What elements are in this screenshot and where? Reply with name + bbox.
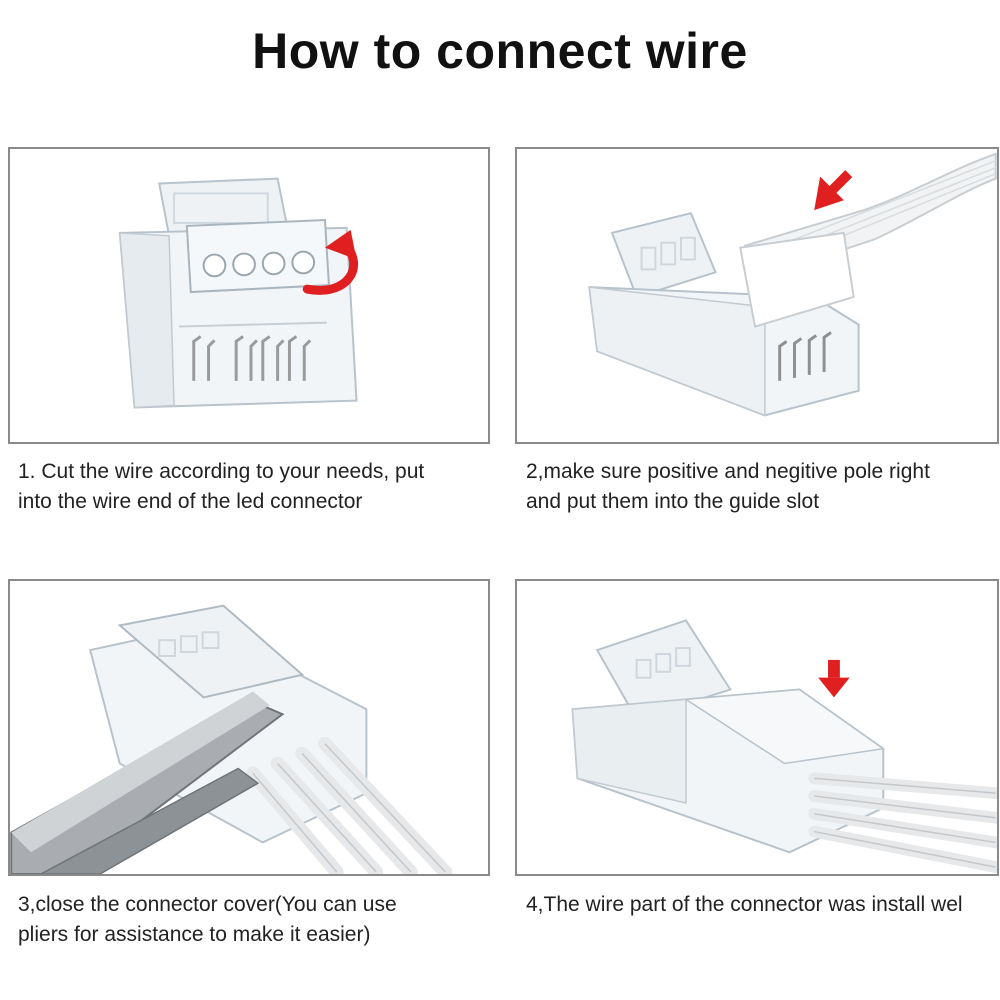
step-4-caption-line-1: 4,The wire part of the connector was ins… xyxy=(526,893,963,916)
step-3-caption: 3,close the connector cover(You can use … xyxy=(18,890,397,950)
step-3-caption-line-1: 3,close the connector cover(You can use xyxy=(18,893,397,916)
step-4-image-panel xyxy=(515,579,999,876)
step-1-caption: 1. Cut the wire according to your needs,… xyxy=(18,457,424,517)
step-3-image-panel xyxy=(8,579,490,876)
step-1-caption-line-2: into the wire end of the led connector xyxy=(18,490,363,513)
wire-installed-illustration xyxy=(571,619,997,874)
pliers-close-cover-illustration xyxy=(10,604,453,874)
down-arrow-icon xyxy=(818,659,850,698)
step-1-image-panel xyxy=(8,147,490,444)
wire-insert-illustration xyxy=(588,152,997,417)
step-2-caption: 2,make sure positive and negitive pole r… xyxy=(526,457,930,517)
page-title: How to connect wire xyxy=(252,23,748,79)
step-3-caption-line-2: pliers for assistance to make it easier) xyxy=(18,923,371,946)
down-left-arrow-icon xyxy=(814,170,853,211)
step-2-caption-line-1: 2,make sure positive and negitive pole r… xyxy=(526,460,930,483)
step-2-image-panel xyxy=(515,147,999,444)
step-1-caption-line-1: 1. Cut the wire according to your needs,… xyxy=(18,460,425,483)
connector-open-cover-illustration xyxy=(118,177,359,409)
rotate-arrow-icon xyxy=(302,229,359,295)
step-2-caption-line-2: and put them into the guide slot xyxy=(526,490,820,513)
step-4-caption: 4,The wire part of the connector was ins… xyxy=(526,890,963,920)
